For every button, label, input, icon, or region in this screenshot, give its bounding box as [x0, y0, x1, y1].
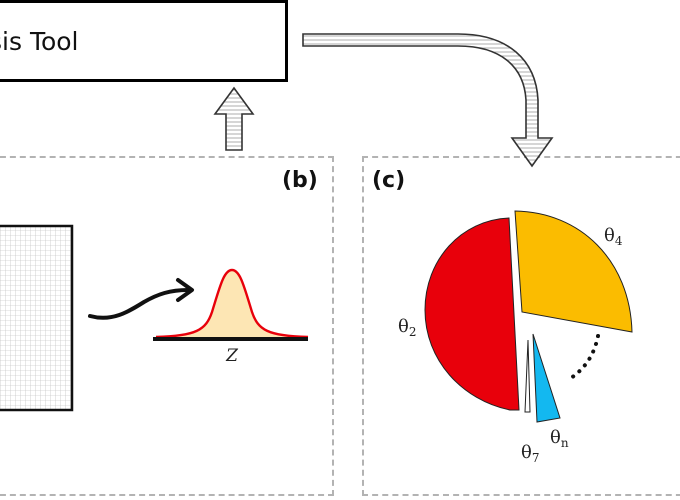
pie-slice-theta4	[514, 210, 633, 333]
panel-c-label: (c)	[372, 168, 406, 193]
panel-c	[362, 156, 680, 496]
pie-slice-theta2	[424, 217, 520, 411]
panel-b-label: (b)	[282, 168, 318, 193]
continuation-dots	[566, 334, 600, 382]
z-axis-label: Z	[225, 346, 239, 366]
analysis-tool-box: sis Tool	[0, 0, 288, 82]
analysis-tool-label: sis Tool	[0, 27, 79, 56]
pie-slice-thetan	[532, 333, 561, 423]
panel-b	[0, 156, 334, 496]
gaussian-curve-fill	[156, 270, 308, 337]
label-theta7: θ7	[521, 442, 539, 465]
up-arrow-icon	[213, 86, 255, 151]
label-theta2: θ2	[398, 316, 416, 339]
transform-arrowhead-icon	[176, 278, 194, 302]
curved-arrow-icon	[302, 33, 554, 168]
grid-image	[0, 224, 74, 412]
pie-slice-theta7	[524, 339, 531, 413]
gaussian-curve	[155, 268, 309, 339]
label-thetan: θn	[550, 427, 569, 450]
label-theta4: θ4	[604, 225, 623, 248]
transform-arrow-icon	[88, 288, 190, 320]
